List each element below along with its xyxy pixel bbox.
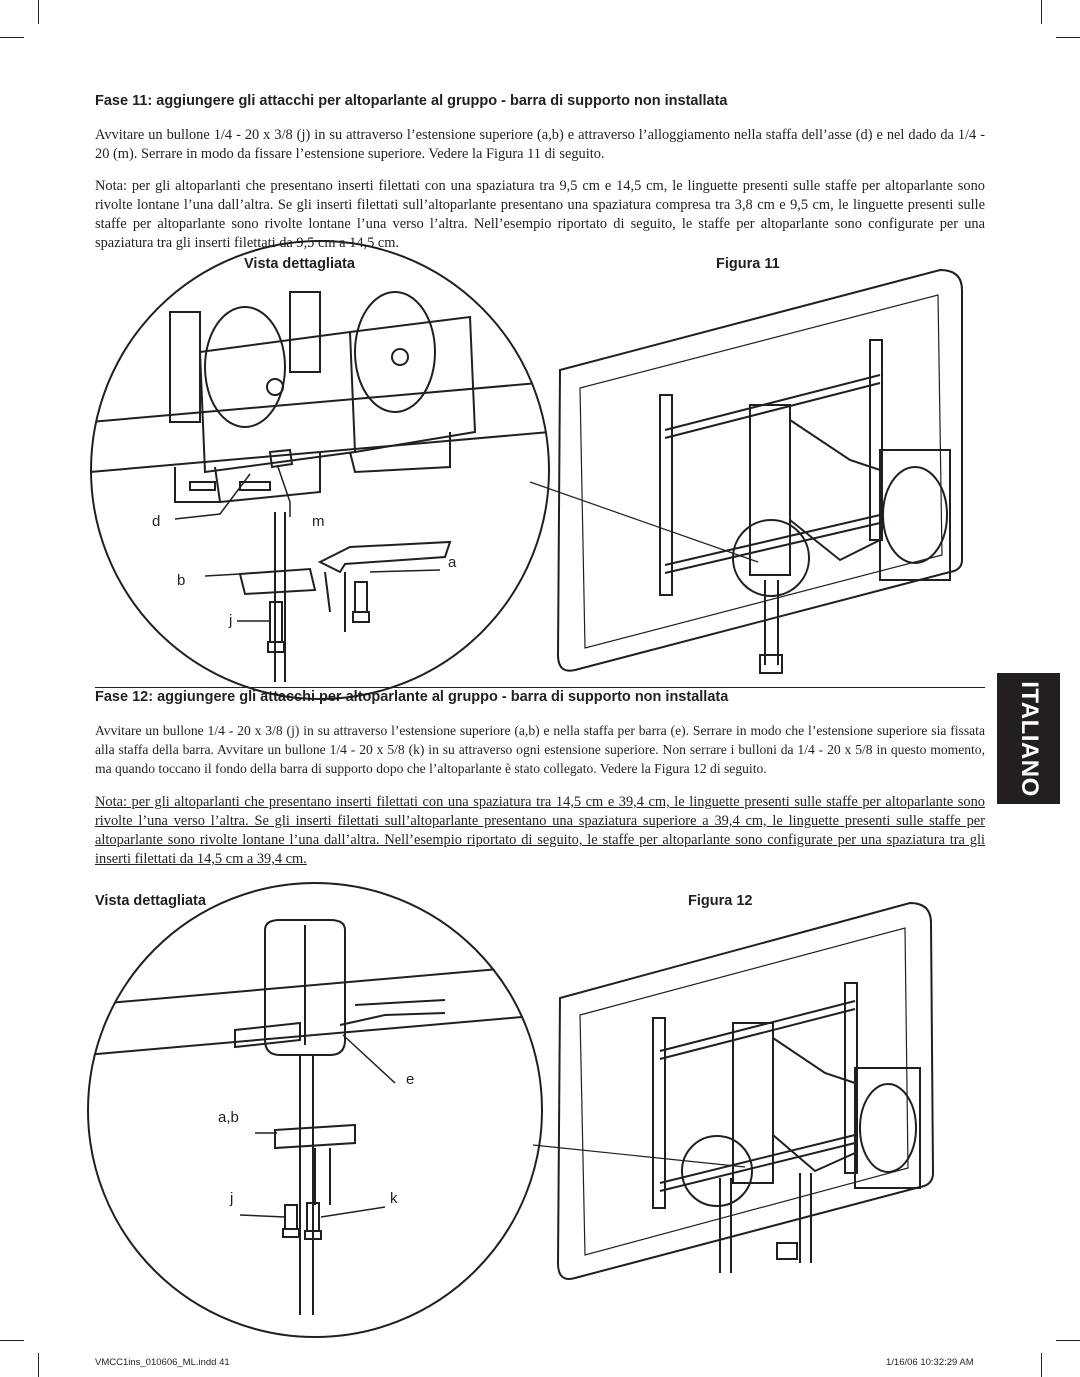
step-11-heading: Fase 11: aggiungere gli attacchi per alt… <box>95 93 728 109</box>
callout-m: m <box>312 513 325 530</box>
step-12-heading: Fase 12: aggiungere gli attacchi per alt… <box>95 689 729 705</box>
step-11-instructions: Avvitare un bullone 1/4 - 20 x 3/8 (j) i… <box>95 127 985 162</box>
callout-d: d <box>152 513 161 530</box>
crop-mark <box>1041 1353 1042 1377</box>
step-12-note: Nota: per gli altoparlanti che presentan… <box>95 794 985 867</box>
callout-e: e <box>406 1071 415 1088</box>
callout-b: b <box>177 572 186 589</box>
language-tab: ITALIANO <box>997 673 1060 804</box>
figure-12-label: Figura 12 <box>688 893 753 909</box>
footer-timestamp: 1/16/06 10:32:29 AM <box>886 1357 974 1368</box>
callout-j: j <box>229 612 233 629</box>
figure-12-mount-illustration <box>555 903 975 1298</box>
callout-a: a <box>448 554 457 571</box>
detail-view-label-12: Vista dettagliata <box>95 893 206 909</box>
callout-k: k <box>390 1190 398 1207</box>
crop-mark <box>38 0 39 24</box>
section-divider <box>95 687 985 688</box>
callout-a-b: a,b <box>218 1109 239 1126</box>
step-11-note: Nota: per gli altoparlanti che presentan… <box>95 178 985 251</box>
figure-11-label: Figura 11 <box>716 256 780 272</box>
detail-view-label-11: Vista dettagliata <box>244 256 355 272</box>
crop-mark <box>1056 37 1080 38</box>
language-tab-label: ITALIANO <box>1015 680 1043 797</box>
crop-mark <box>1056 1340 1080 1341</box>
figure-12-detail-view <box>85 905 545 1315</box>
crop-mark <box>0 1340 24 1341</box>
crop-mark <box>38 1353 39 1377</box>
figure-11-mount-illustration <box>550 270 970 690</box>
crop-mark <box>1041 0 1042 24</box>
figure-11-detail-view <box>90 272 550 682</box>
footer-file-info: VMCC1ins_010606_ML.indd 41 <box>95 1357 230 1368</box>
step-12-instructions: Avvitare un bullone 1/4 - 20 x 3/8 (j) i… <box>95 723 985 776</box>
crop-mark <box>0 37 24 38</box>
callout-j-12: j <box>230 1190 234 1207</box>
